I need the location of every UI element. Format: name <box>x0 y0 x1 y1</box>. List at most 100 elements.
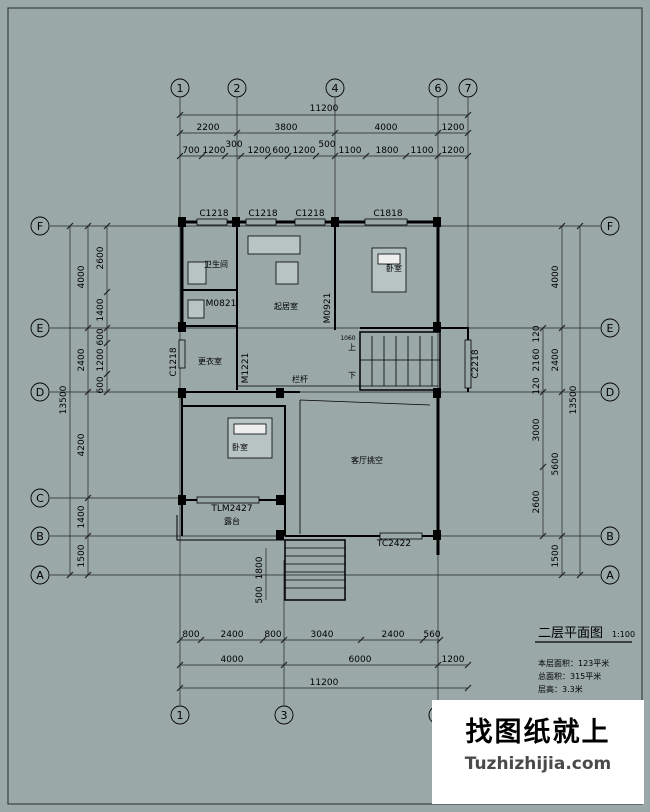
axis-bottom-1: 1 <box>177 709 184 722</box>
axis-top-1: 1 <box>177 82 184 95</box>
dim-balcony-1: 500 <box>255 586 265 603</box>
windows <box>178 218 472 540</box>
watermark-main: 找图纸就上 <box>465 717 611 748</box>
axis-top-7: 7 <box>465 82 472 95</box>
dim-right-inner-3: 3000 <box>532 418 542 441</box>
tag-c2218: C2218 <box>471 349 481 378</box>
drawing-frame <box>7 7 643 805</box>
dim-top-r2-8: 1800 <box>376 146 399 156</box>
dim-top-r1-3: 1200 <box>442 123 465 133</box>
dimension-ticks <box>66 111 584 692</box>
dim-top-r2-10: 1200 <box>442 146 465 156</box>
dim-top-r2-3: 1200 <box>248 146 271 156</box>
dim-left-inner-0: 2600 <box>96 246 106 269</box>
dim-top-r1-0: 2200 <box>197 123 220 133</box>
tag-tlm2427: TLM2427 <box>210 504 252 514</box>
dimension-lines <box>69 114 581 689</box>
dim-top-total: 11200 <box>310 104 339 114</box>
label-stair-dim: 1060 <box>340 335 355 342</box>
dim-left-mid-1: 2400 <box>77 348 87 371</box>
dim-top-r2-4: 600 <box>272 146 289 156</box>
tag-c1218-b: C1218 <box>248 209 277 219</box>
label-stair-down: 下 <box>348 371 356 380</box>
dim-top-r2-6: 500 <box>318 140 335 150</box>
room-living: 起居室 <box>274 301 298 311</box>
dim-bot-r2-2: 1200 <box>442 655 465 665</box>
axis-grid <box>50 98 600 705</box>
dim-top-r2-1: 1200 <box>203 146 226 156</box>
dim-balcony-0: 1800 <box>255 556 265 579</box>
axis-left-C: C <box>36 492 44 505</box>
dim-right-inner-2: 120 <box>532 377 542 394</box>
stair <box>284 331 441 601</box>
plan-title: 二层平面图 <box>538 626 603 641</box>
axis-left-A: A <box>36 569 44 582</box>
furniture <box>187 235 407 459</box>
dim-right-outer: 13500 <box>569 385 579 414</box>
dim-left-inner-3: 1200 <box>96 348 106 371</box>
dim-bot-r1-3: 3040 <box>311 630 334 640</box>
dim-top-r2-0: 700 <box>182 146 199 156</box>
tag-c1218-c: C1218 <box>295 209 324 219</box>
axis-left-E: E <box>37 322 44 335</box>
dim-bot-r2-1: 6000 <box>349 655 372 665</box>
dim-right-mid-2: 5600 <box>551 452 561 475</box>
axis-left-B: B <box>36 530 44 543</box>
dim-top-r1-1: 3800 <box>275 123 298 133</box>
watermark-url: Tuzhizhijia.com <box>464 754 612 774</box>
plan-floor-height: 层高：3.3米 <box>538 684 583 694</box>
room-void: 客厅挑空 <box>351 455 383 465</box>
tag-m1221: M1221 <box>241 353 251 384</box>
dim-top-r1-2: 4000 <box>375 123 398 133</box>
dim-left-outer: 13500 <box>59 385 69 414</box>
room-bedroom-ne: 卧室 <box>386 263 402 273</box>
dim-bot-total: 11200 <box>310 678 339 688</box>
axis-right-F: F <box>607 220 613 233</box>
axis-left-F: F <box>37 220 43 233</box>
label-railing: 栏杆 <box>292 374 308 384</box>
dim-right-inner-1: 2160 <box>532 348 542 371</box>
label-stair-up: 上 <box>348 343 356 352</box>
dim-left-mid-3: 1400 <box>77 505 87 528</box>
axis-right-E: E <box>607 322 614 335</box>
dim-bot-r1-2: 800 <box>264 630 281 640</box>
room-bedroom-sw: 卧室 <box>232 442 248 452</box>
tag-tc2422: TC2422 <box>376 539 411 549</box>
axis-right-D: D <box>606 386 614 399</box>
room-terrace: 露台 <box>224 516 240 526</box>
axis-left-D: D <box>36 386 44 399</box>
dim-right-inner-0: 120 <box>532 325 542 342</box>
dim-left-inner-4: 600 <box>96 376 106 393</box>
dim-top-r2-9: 1100 <box>411 146 434 156</box>
dim-bot-r1-4: 2400 <box>382 630 405 640</box>
dim-right-mid-0: 4000 <box>551 265 561 288</box>
room-closet: 更衣室 <box>198 356 222 366</box>
axis-bottom-3: 3 <box>281 709 288 722</box>
void-lines <box>237 385 438 534</box>
dim-bot-r1-0: 800 <box>182 630 199 640</box>
plan-scale: 1:100 <box>612 630 635 639</box>
axis-right-A: A <box>606 569 614 582</box>
watermark-box: 找图纸就上 Tuzhizhijia.com <box>432 700 644 804</box>
dim-top-r2-7: 1100 <box>339 146 362 156</box>
dim-left-inner-1: 1400 <box>96 298 106 321</box>
dim-right-inner-4: 2600 <box>532 490 542 513</box>
dim-right-mid-1: 2400 <box>551 348 561 371</box>
tag-c1218-a: C1218 <box>199 209 228 219</box>
dim-left-mid-0: 4000 <box>77 265 87 288</box>
axis-top-2: 2 <box>234 82 241 95</box>
dim-bot-r1-5: 560 <box>423 630 440 640</box>
axis-bubbles <box>30 78 620 725</box>
dim-top-r2-2: 300 <box>225 140 242 150</box>
dim-left-mid-2: 4200 <box>77 433 87 456</box>
axis-top-6: 6 <box>435 82 442 95</box>
plan-area-total: 总面积：315平米 <box>538 671 601 681</box>
room-bathroom: 卫生间 <box>204 259 228 269</box>
tag-m0821: M0821 <box>206 299 237 309</box>
dim-left-inner-2: 600 <box>96 328 106 345</box>
axis-top-4: 4 <box>332 82 339 95</box>
dim-left-mid-4: 1500 <box>77 544 87 567</box>
axis-right-B: B <box>606 530 614 543</box>
plan-area-floor: 本层面积：123平米 <box>538 658 609 668</box>
